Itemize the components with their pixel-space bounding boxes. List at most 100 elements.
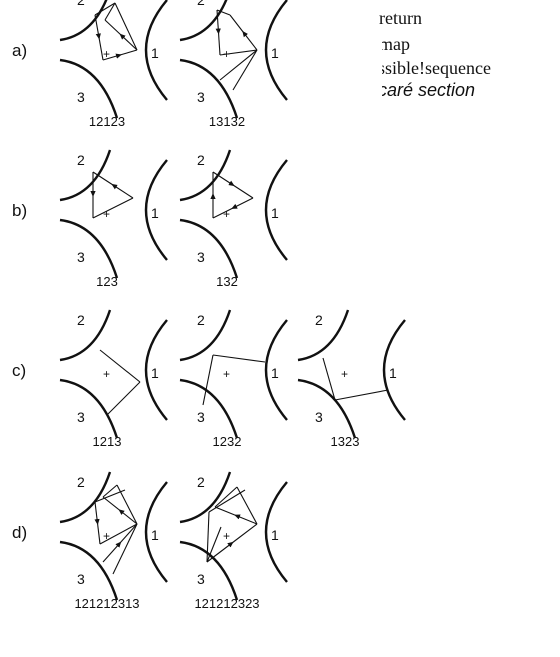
orbit-caption: 13132 (209, 114, 245, 129)
disk-boundary-top (179, 0, 228, 42)
orbit-caption: 121212313 (74, 596, 139, 611)
trajectory-segment (212, 197, 254, 219)
disk-number-1: 1 (271, 527, 279, 543)
disk-number-1: 1 (389, 365, 397, 381)
disk-number-2: 2 (77, 312, 85, 328)
orbit-caption: 132 (216, 274, 238, 289)
disk-number-2: 2 (77, 474, 85, 490)
trajectory-segment (215, 9, 221, 56)
center-marker: + (223, 529, 230, 543)
orbit-caption: 12123 (89, 114, 125, 129)
disk-number-2: 2 (197, 312, 205, 328)
trajectory-segment (99, 349, 141, 383)
disk-number-1: 1 (271, 365, 279, 381)
disk-number-3: 3 (77, 571, 85, 587)
disk-number-3: 3 (315, 409, 323, 425)
disk-number-2: 2 (77, 0, 85, 8)
orbit-panel: +2 1 3 1213 (59, 309, 168, 449)
trajectory-segment (334, 389, 389, 401)
disk-boundary-top (179, 149, 232, 202)
disk-boundary-top (59, 471, 112, 524)
trajectory-segment (94, 2, 116, 16)
disk-boundary-top (59, 0, 108, 42)
disk-number-3: 3 (197, 89, 205, 105)
trajectory-segment (206, 526, 222, 563)
trajectory-segment (102, 523, 138, 563)
disk-boundary-right (144, 159, 168, 261)
disk-boundary-bottom (179, 540, 239, 601)
trajectory-segment (94, 14, 104, 61)
trajectory-segment (212, 171, 254, 199)
trajectory-segment (112, 523, 138, 575)
trajectory-segment (322, 357, 336, 401)
disk-boundary-right (144, 319, 168, 421)
trajectory-segment (206, 523, 258, 563)
trajectory-segment (92, 197, 134, 219)
disk-number-3: 3 (77, 409, 85, 425)
orbit-caption: 1232 (213, 434, 242, 449)
row-label: b) (12, 201, 27, 220)
disk-number-1: 1 (271, 205, 279, 221)
disk-number-2: 2 (77, 152, 85, 168)
disk-number-3: 3 (197, 249, 205, 265)
trajectory-segment (214, 486, 238, 508)
trajectory-segment (94, 489, 126, 503)
disk-boundary-right (264, 481, 288, 583)
side-text-line2: map (379, 34, 410, 54)
trajectory-segment (104, 19, 138, 51)
trajectory-segment (229, 14, 258, 51)
disk-boundary-right (264, 0, 288, 101)
disk-boundary-top (59, 309, 112, 362)
trajectory-segment (92, 171, 134, 199)
disk-boundary-bottom (59, 218, 119, 279)
center-marker: + (103, 47, 110, 61)
trajectory-segment (216, 9, 231, 16)
center-marker: + (103, 367, 110, 381)
trajectory-segment (102, 484, 118, 498)
disk-number-1: 1 (151, 45, 159, 61)
disk-number-2: 2 (315, 312, 323, 328)
trajectory-segment (94, 501, 101, 545)
orbit-caption: 123 (96, 274, 118, 289)
disk-boundary-bottom (179, 218, 239, 279)
trajectory-segment (116, 484, 138, 525)
trajectory-segment (206, 511, 210, 563)
orbit-caption: 1213 (93, 434, 122, 449)
disk-boundary-right (144, 481, 168, 583)
trajectory-segment (208, 489, 246, 513)
disk-boundary-right (264, 159, 288, 261)
disk-number-2: 2 (197, 152, 205, 168)
trajectory-segment (114, 2, 138, 51)
trajectory-segment (106, 381, 141, 416)
disk-boundary-top (59, 149, 112, 202)
disk-boundary-right (382, 319, 406, 421)
trajectory-segment (232, 49, 258, 91)
disk-boundary-top (179, 471, 232, 524)
disk-boundary-top (297, 309, 350, 362)
orbit-caption: 1323 (331, 434, 360, 449)
disk-number-1: 1 (151, 527, 159, 543)
row-label: d) (12, 523, 27, 542)
disk-number-3: 3 (77, 249, 85, 265)
disk-boundary-top (179, 309, 232, 362)
trajectory-segment (102, 496, 138, 525)
disk-number-1: 1 (151, 365, 159, 381)
orbit-caption: 121212323 (194, 596, 259, 611)
trajectory-segment (102, 49, 138, 61)
disk-number-2: 2 (197, 0, 205, 8)
trajectory-segment (202, 354, 214, 406)
disk-boundary-bottom (179, 378, 239, 439)
disk-boundary-bottom (59, 58, 119, 119)
disk-number-2: 2 (197, 474, 205, 490)
trajectory-segment (99, 523, 138, 545)
trajectory-segment (212, 354, 266, 363)
side-text-line3: ssible!sequence (378, 58, 491, 78)
disk-number-3: 3 (197, 409, 205, 425)
row-label: a) (12, 41, 27, 60)
